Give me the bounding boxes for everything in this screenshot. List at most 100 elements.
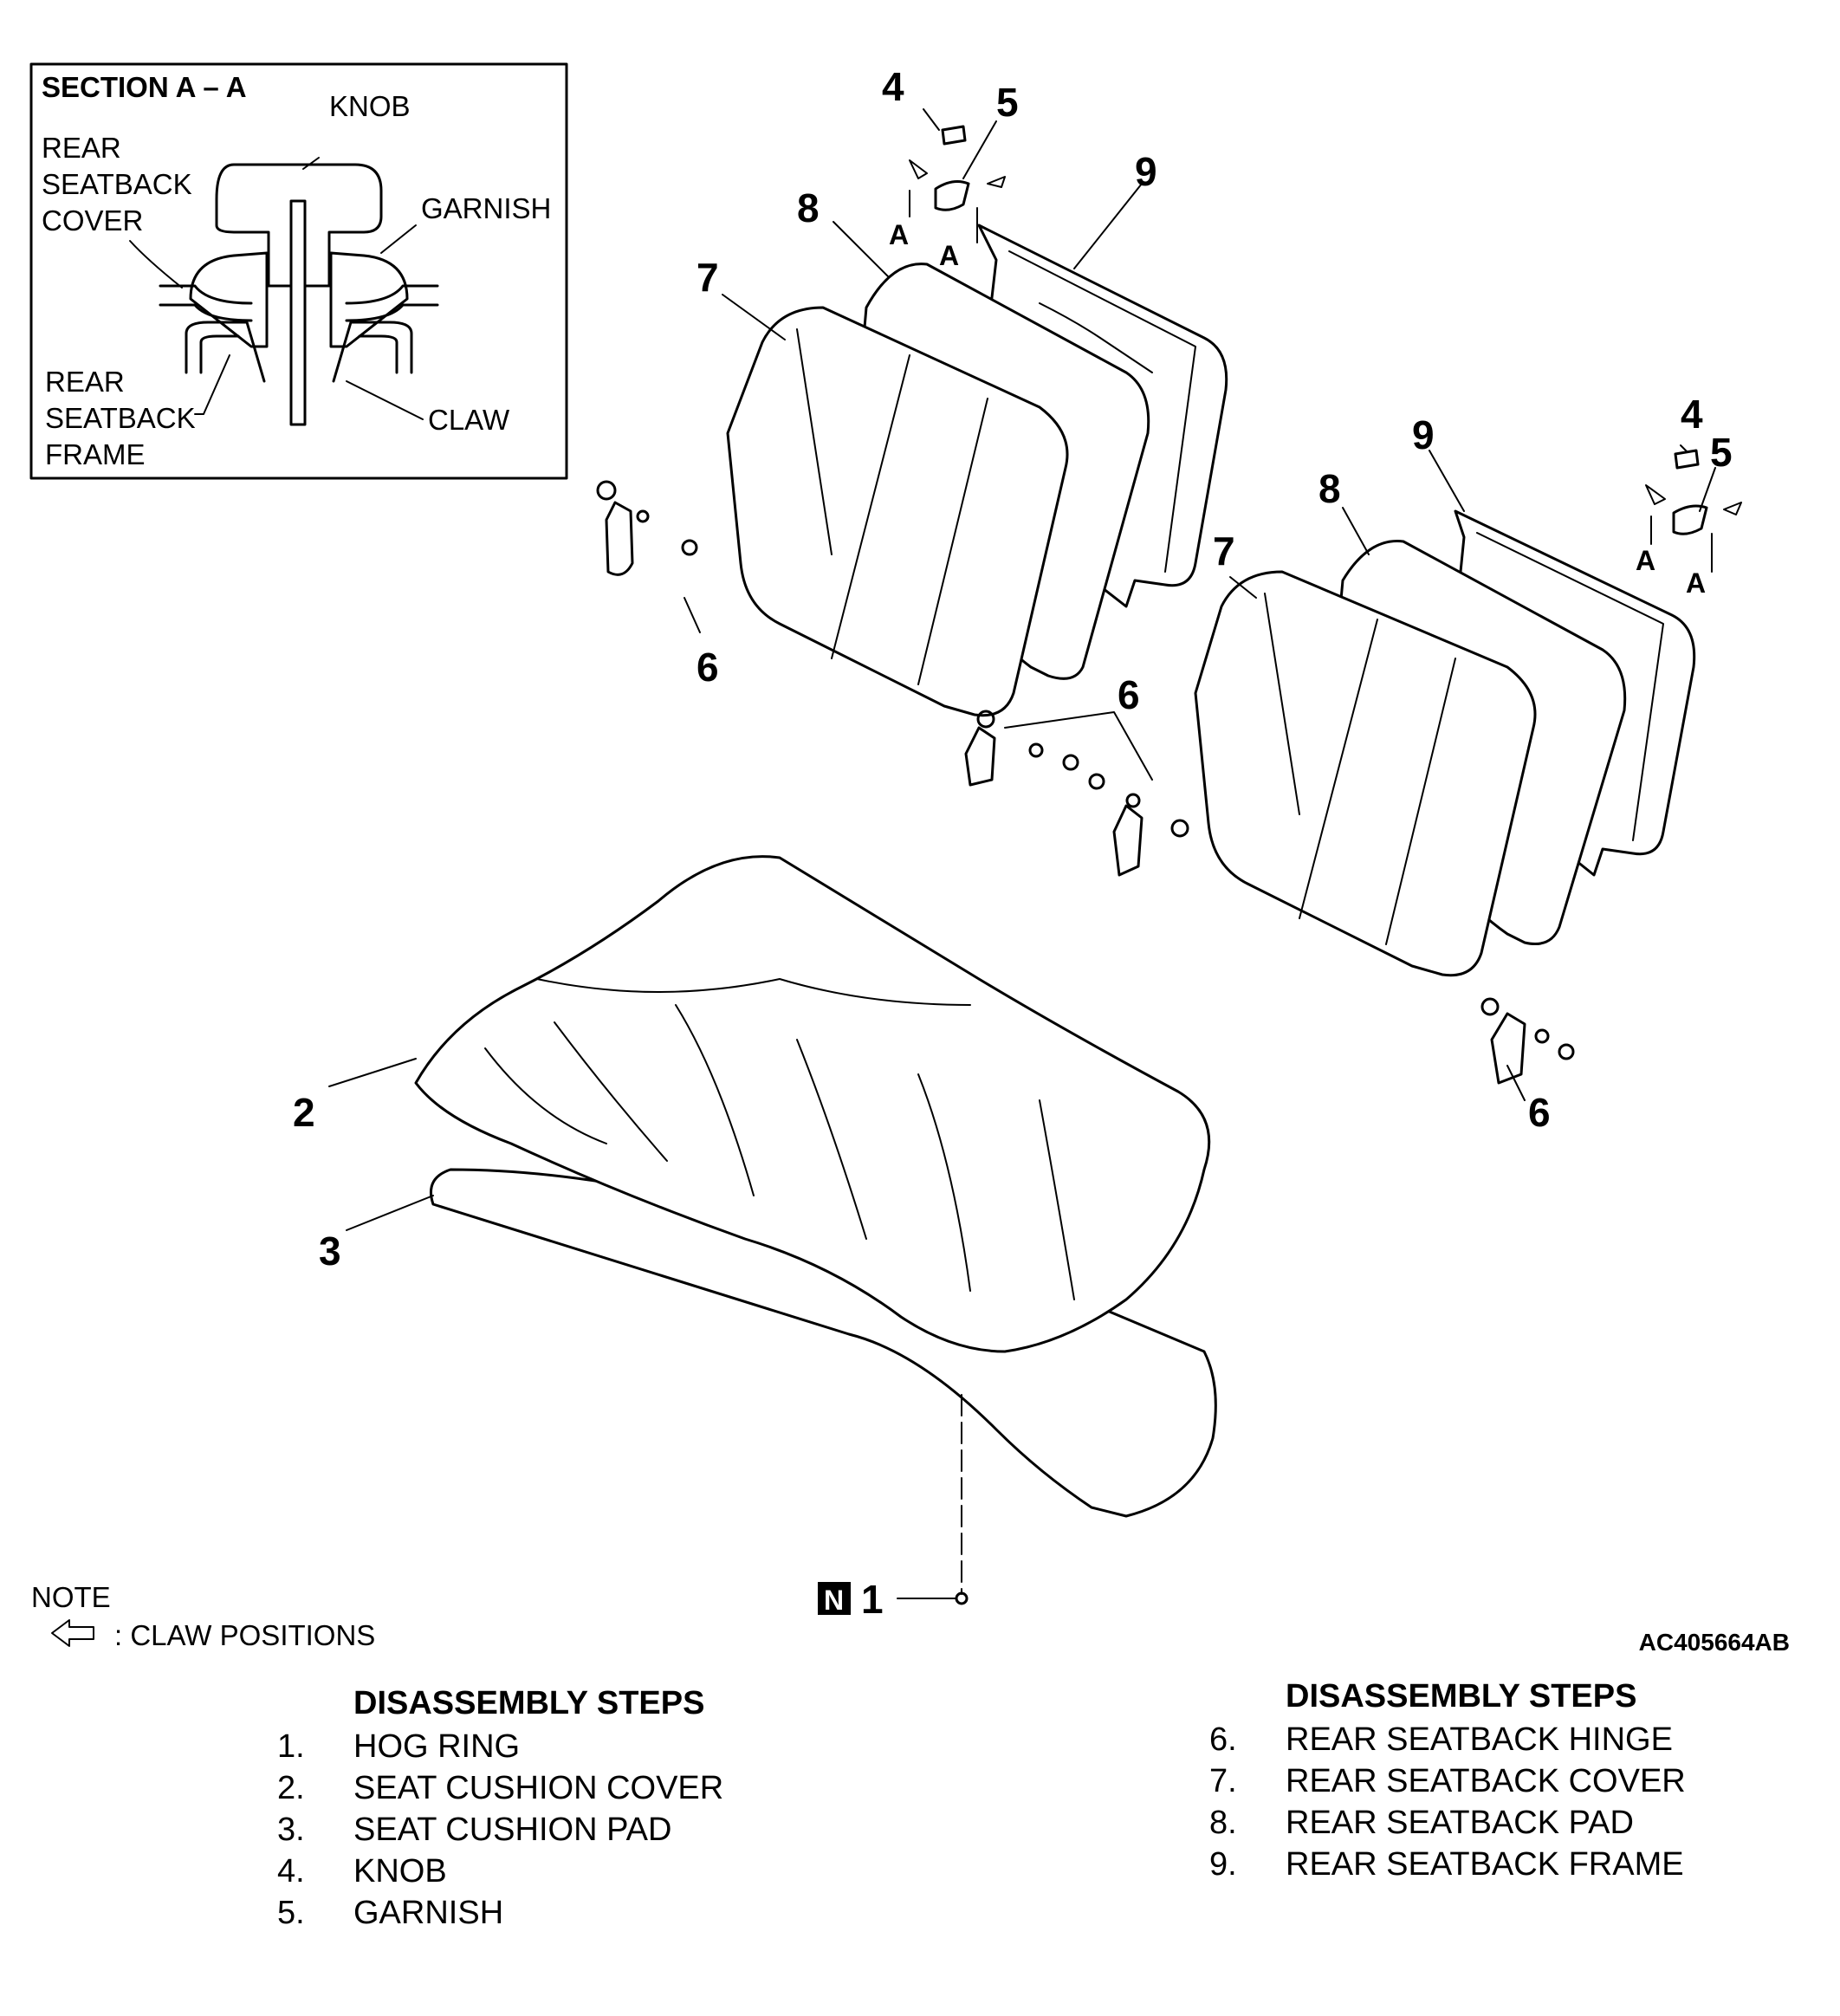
section-frame-left [185,321,266,383]
step-row: 1.HOG RING [277,1726,723,1767]
left-seatback-assembly [596,125,1228,877]
step-num: 7. [1209,1763,1237,1799]
steps-right: DISASSEMBLY STEPS 6.REAR SEATBACK HINGE … [1209,1676,1686,1885]
left-frame-holes [1039,302,1153,373]
leader-9-left [1073,183,1143,269]
leader-9-right [1429,450,1465,512]
step-row: 5. GARNISH [277,1892,723,1934]
section-frame-right-inner [358,334,398,374]
left-claw-arrows [909,159,1006,188]
section-label-cover-3: COVER [42,204,143,237]
step-num: 9. [1209,1846,1237,1883]
section-garnish-left [189,251,269,348]
leader-6-left [684,597,701,633]
steps-right-title: DISASSEMBLY STEPS [1286,1678,1637,1715]
step-row: 2. SEAT CUSHION COVER [277,1767,723,1809]
right-nut [1480,997,1500,1016]
seat-cushion-pad [430,1168,1217,1518]
right-seatback-assembly [1194,449,1742,1085]
callout-7-left: 7 [696,255,719,300]
step-num: 2. [277,1770,305,1806]
leader-2 [328,1058,417,1087]
leader-claw [346,380,424,420]
section-knob-stem [289,199,307,426]
left-section-lines [909,190,978,243]
callout-3: 3 [319,1228,341,1274]
n-badge [818,1582,851,1615]
left-nut [681,539,698,556]
callout-numbers: 4 5 9 8 7 6 6 4 5 9 8 7 6 2 3 1 N A A A … [293,64,1733,1622]
figure-code: AC405664AB [1638,1629,1790,1656]
center-washer-1 [1028,742,1044,758]
step-label: SEAT CUSHION COVER [353,1770,724,1806]
right-cover-seams [1264,593,1456,945]
callout-1: 1 [861,1577,884,1622]
section-cover-right [345,284,439,322]
step-row: 3.SEAT CUSHION PAD [277,1809,723,1851]
steps-left: DISASSEMBLY STEPS 1.HOG RING 2.SEAT CUSH… [277,1682,723,1934]
callout-6-right: 6 [1528,1090,1551,1135]
section-label-frame-2: SEATBACK [45,402,196,434]
step-num: 5. [277,1895,305,1931]
section-label-frame-1: REAR [45,366,125,398]
left-garnish-part [934,180,970,211]
section-label-cover-2: SEATBACK [42,168,192,200]
right-hinge [1490,1012,1526,1085]
callout-5-left: 5 [996,80,1019,125]
section-title: SECTION A – A [42,71,247,103]
center-washer-2 [1125,793,1141,808]
section-mark-a-left-2: A [939,240,959,271]
left-cover-seams [796,328,988,685]
step-row: 7.REAR SEATBACK COVER [1209,1760,1686,1802]
right-washer [1534,1028,1550,1044]
section-label-knob: KNOB [329,90,411,122]
step-label: GARNISH [353,1895,504,1931]
section-a-a-inset: SECTION A – A KNOB REAR SEATBACK COVER G… [29,62,568,480]
right-claw-arrows [1645,484,1742,515]
callout-leaders [328,108,1716,1599]
callout-4-right: 4 [1681,392,1703,437]
step-num: 1. [277,1728,305,1765]
step-num: 6. [1209,1721,1237,1758]
section-label-claw: CLAW [428,404,510,436]
leader-4-left [923,108,940,131]
callout-2: 2 [293,1090,315,1135]
leader-8-left [833,221,890,278]
section-frame-right [332,321,413,383]
right-frame-inner [1476,532,1664,841]
right-garnish-part [1672,504,1708,535]
section-frame-left-inner [199,334,240,374]
center-bolt-1 [1062,754,1079,771]
callout-8-left: 8 [797,185,820,230]
callout-6-left: 6 [696,645,719,690]
section-label-frame-3: FRAME [45,438,146,470]
note-block: NOTE : CLAW POSITIONS [31,1578,375,1655]
callout-5-right: 5 [1710,430,1733,475]
section-label-cover-1: REAR [42,132,121,164]
right-knob-part [1674,449,1700,470]
center-nut-1 [976,710,995,729]
seat-cushion [414,855,1217,1605]
step-label: REAR SEATBACK PAD [1286,1805,1634,1841]
section-mark-a-right-2: A [1686,567,1706,599]
section-mark-a-left-1: A [889,219,909,250]
right-seatback-cover [1194,570,1537,977]
step-row: 4.KNOB [277,1851,723,1892]
section-cover-left [159,284,253,322]
n-badge-label: N [824,1585,844,1616]
leader-6-right [1506,1065,1526,1101]
step-label: REAR SEATBACK FRAME [1286,1846,1684,1883]
leader-knob [302,157,320,170]
left-hinge-upper [605,501,634,576]
callout-8-right: 8 [1318,466,1341,511]
cushion-seams [484,1004,1075,1300]
leader-7-right [1229,576,1257,599]
section-frame [29,62,568,480]
leader-3 [346,1195,434,1231]
note-legend: : CLAW POSITIONS [114,1619,376,1651]
step-row: 8.REAR SEATBACK PAD [1209,1802,1686,1844]
left-frame-inner [1008,250,1196,573]
leader-4-right [1680,444,1688,453]
step-row: 9. REAR SEATBACK FRAME [1209,1844,1686,1885]
